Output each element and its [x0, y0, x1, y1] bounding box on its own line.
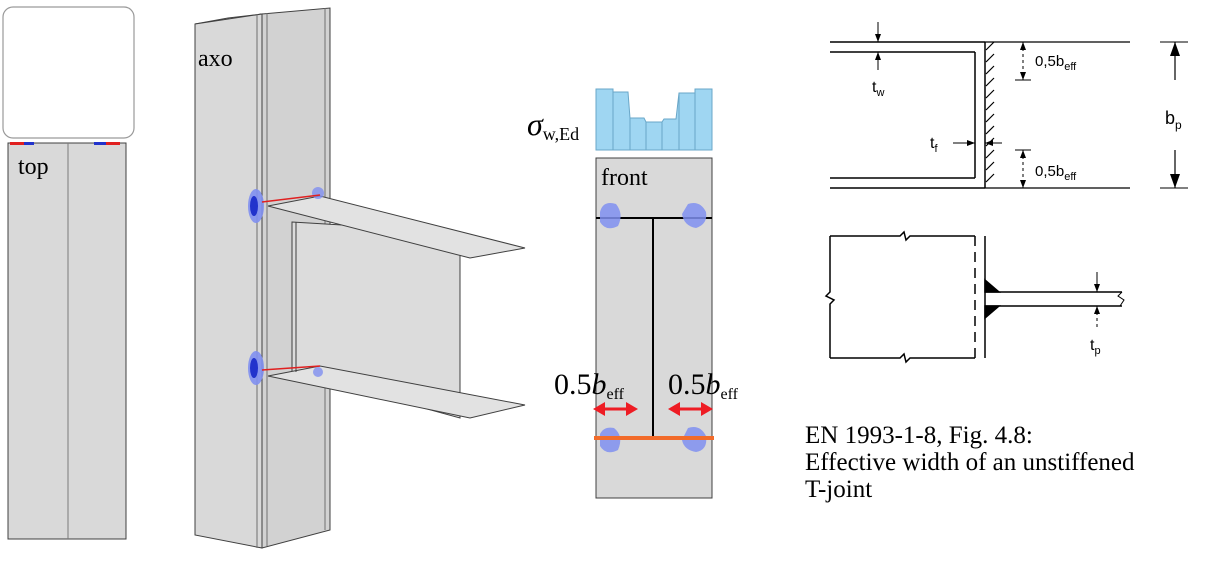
beff-right-number: 0.5 [668, 368, 706, 401]
axo-stress-spot-bottom-right [313, 367, 323, 377]
caption-line-1: EN 1993-1-8, Fig. 4.8: [805, 422, 1033, 449]
stress-symbol: σ [527, 106, 544, 142]
top-view-label: top [18, 154, 49, 180]
stress-subscript: w,Ed [543, 124, 579, 144]
label-tp: tp [1090, 337, 1101, 357]
axo-stress-spot-top-right [312, 187, 324, 199]
stress-distribution-bar [595, 88, 713, 151]
beff-left-number: 0.5 [554, 368, 592, 401]
front-view-panel: σw,Ed front 0.5beff 0.5beff [527, 88, 739, 499]
caption-line-3: T-joint [805, 476, 872, 503]
axo-view-panel: axo [194, 7, 526, 549]
front-stress-spot-top-right [682, 203, 707, 228]
axo-beam-top-flange [267, 195, 526, 259]
axo-stress-spot-bottom-core [250, 358, 258, 378]
stress-symbol-label: σw,Ed [527, 106, 579, 144]
beff-right-variable: b [706, 368, 721, 401]
top-view-stress-left-blue [24, 142, 34, 145]
top-view-stress-right-red [106, 142, 120, 145]
top-view-stress-right-blue [94, 142, 106, 145]
weld-hatching [985, 41, 995, 183]
label-tw: tw [872, 79, 884, 99]
axo-weld-bottom [261, 365, 321, 371]
beff-left-subscript: eff [607, 386, 625, 403]
top-view-column-face [7, 142, 127, 540]
beff-left-variable: b [592, 368, 607, 401]
standard-figure-bottom [824, 230, 1125, 364]
label-beff-bottom: 0,5beff [1035, 163, 1077, 183]
label-bp: bp [1165, 108, 1182, 132]
beff-left-label: 0.5beff [554, 368, 625, 403]
axo-column-front-face [194, 13, 263, 549]
top-view-stress-left-red [10, 142, 24, 145]
label-beff-top: 0,5beff [1035, 53, 1077, 73]
label-tf: tf [930, 135, 938, 155]
axo-weld-top [261, 194, 321, 203]
beff-right-subscript: eff [721, 386, 739, 403]
beff-right-label: 0.5beff [668, 368, 739, 403]
axo-beam-bottom-flange [267, 365, 526, 419]
standard-figure-top [830, 22, 1188, 189]
beff-left-arrow [593, 402, 638, 416]
axo-stress-spot-top-core [250, 196, 258, 216]
top-view-panel: top [2, 6, 135, 540]
front-stress-spot-top-left [600, 203, 621, 229]
axo-view-label: axo [198, 46, 233, 72]
front-view-label: front [601, 165, 648, 191]
beff-right-arrow [668, 402, 713, 416]
top-view-upper-box [2, 6, 135, 139]
caption-line-2: Effective width of an unstiffened [805, 449, 1135, 476]
